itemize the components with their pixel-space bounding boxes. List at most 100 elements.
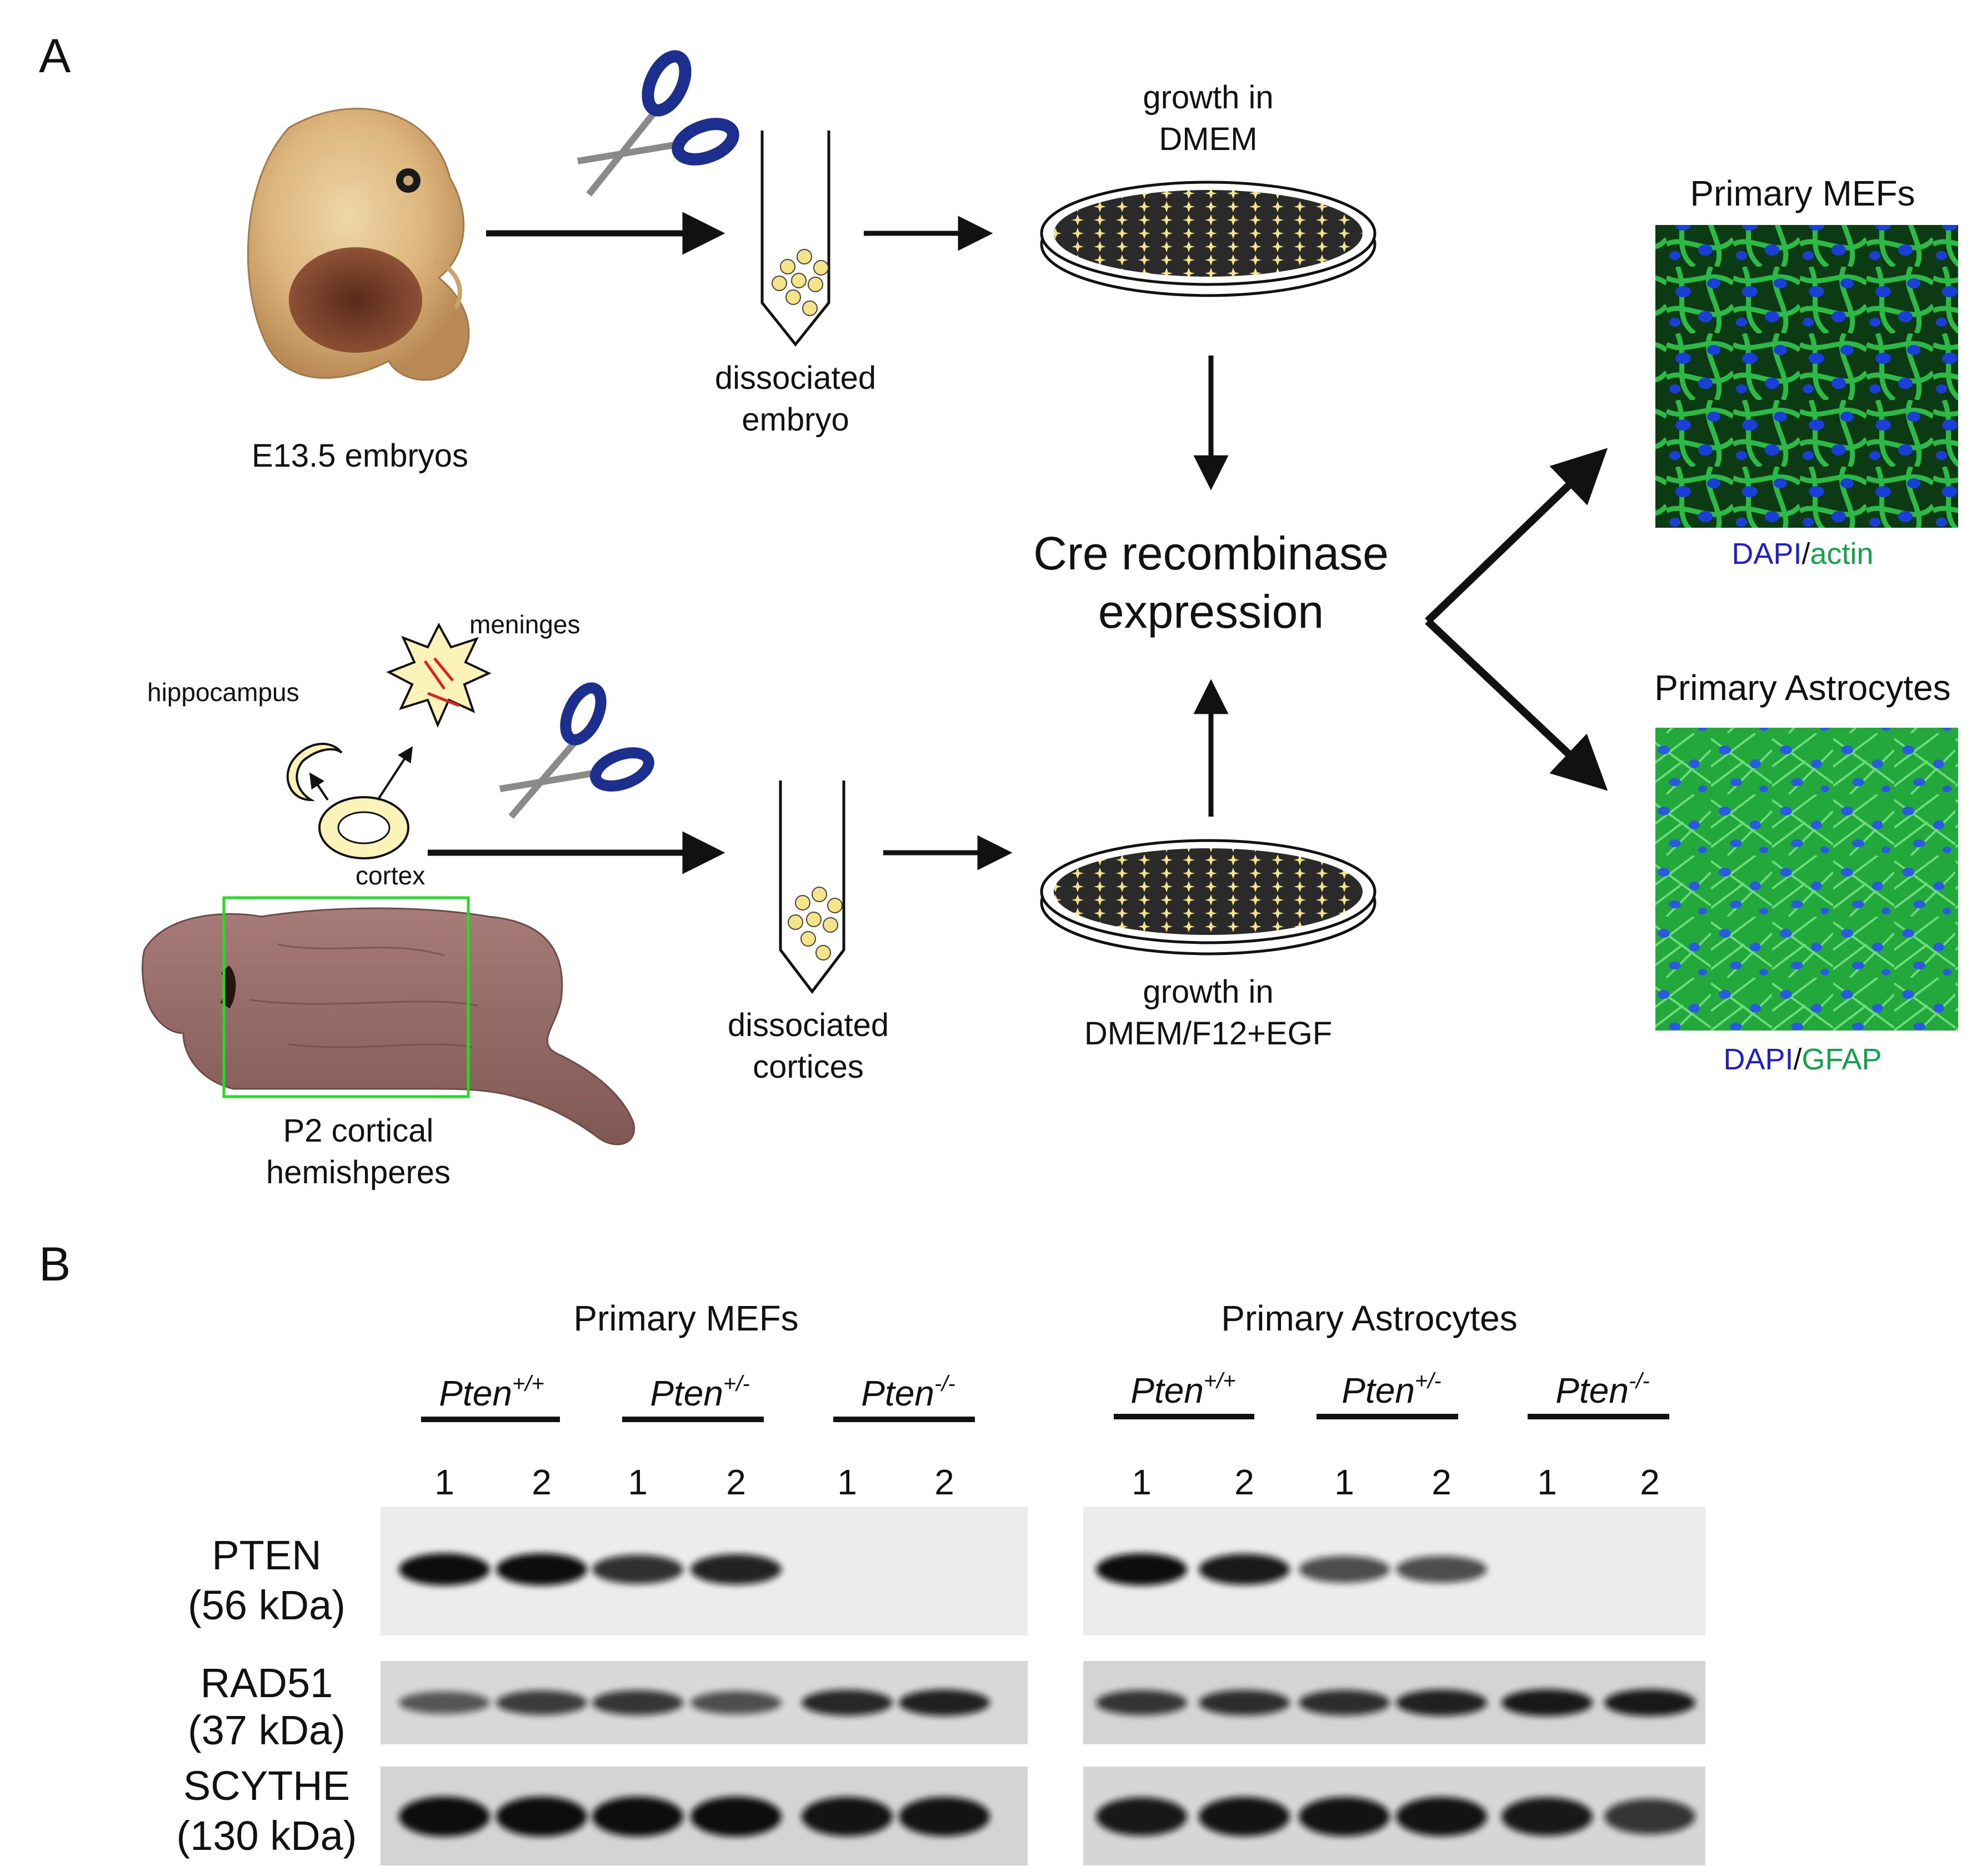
dissociated-cortices-line2: cortices xyxy=(753,1049,864,1085)
mefs-stain-dapi: DAPI xyxy=(1731,537,1801,571)
band-rad51 xyxy=(592,1690,683,1715)
astro-stain-marker: GFAP xyxy=(1802,1043,1882,1076)
lane-number: 1 xyxy=(434,1462,454,1502)
embryo-image xyxy=(247,108,470,381)
cre-line1: Cre recombinase xyxy=(1033,527,1389,579)
lane-number: 1 xyxy=(1537,1462,1557,1502)
lane-number: 2 xyxy=(1234,1462,1254,1502)
genotype-superscript: +/- xyxy=(1415,1369,1442,1393)
blot-label-scythe: SCYTHE xyxy=(183,1763,350,1809)
growth-dmem-f12-line2: DMEM/F12+EGF xyxy=(1084,1015,1332,1052)
band-scythe xyxy=(690,1797,782,1837)
culture-dish-icon xyxy=(1040,181,1377,297)
lane-number: 1 xyxy=(837,1462,857,1502)
astro-stain-dapi: DAPI xyxy=(1723,1043,1793,1076)
hippocampus-icon xyxy=(286,743,343,802)
band-rad51 xyxy=(1299,1690,1390,1715)
band-rad51 xyxy=(899,1689,990,1716)
band-scythe xyxy=(1096,1797,1187,1836)
band-scythe xyxy=(1396,1797,1487,1837)
lane-number: 1 xyxy=(1132,1462,1152,1502)
lane-number: 1 xyxy=(1334,1462,1354,1502)
band-rad51 xyxy=(690,1691,782,1714)
growth-dmem-line2: DMEM xyxy=(1159,121,1257,157)
band-rad51 xyxy=(1501,1689,1593,1717)
mefs-micrograph xyxy=(1655,225,1958,528)
meninges-label: meninges xyxy=(469,610,580,639)
tube-icon xyxy=(760,131,830,347)
lane-number: 2 xyxy=(934,1462,954,1502)
genotype-base: Pten xyxy=(1555,1370,1629,1410)
band-pten xyxy=(496,1553,587,1585)
blot-group-title: Primary Astrocytes xyxy=(1221,1298,1517,1338)
band-pten xyxy=(1096,1553,1187,1585)
embryo-label: E13.5 embryos xyxy=(252,438,468,474)
panel-a-label: A xyxy=(39,29,71,83)
genotype-superscript: -/- xyxy=(934,1372,955,1396)
astro-stain-caption: DAPI/GFAP xyxy=(1723,1043,1881,1076)
band-pten xyxy=(1299,1555,1390,1583)
cortex-icon xyxy=(318,796,409,859)
genotype-base: Pten xyxy=(1342,1370,1415,1410)
band-scythe xyxy=(592,1797,683,1837)
genotype-superscript: -/- xyxy=(1629,1369,1650,1393)
hemispheres-label-line1: P2 cortical xyxy=(283,1113,434,1149)
blot-group-title: Primary MEFs xyxy=(573,1298,798,1338)
band-scythe xyxy=(899,1797,990,1837)
band-rad51 xyxy=(399,1691,490,1714)
genotype-label: Pten+/+ xyxy=(439,1372,544,1413)
mefs-stain-marker: actin xyxy=(1810,537,1873,571)
band-scythe xyxy=(802,1797,893,1837)
arrow-cre-to-mefs xyxy=(1425,448,1608,624)
scissors-icon xyxy=(499,682,654,819)
band-rad51 xyxy=(496,1690,587,1715)
blot-group-mefs: Primary MEFs Pten+/+ Pten+/- Pten-/- 1 2… xyxy=(381,1298,1028,1865)
arrow-cortex-to-hippocampus xyxy=(309,772,329,801)
band-scythe xyxy=(1299,1797,1390,1837)
lane-number: 2 xyxy=(532,1462,552,1502)
genotype-superscript: +/- xyxy=(723,1372,750,1396)
brain-image xyxy=(142,907,635,1145)
blot-label-pten: PTEN xyxy=(212,1532,321,1578)
band-pten xyxy=(399,1553,490,1585)
band-scythe xyxy=(496,1797,587,1837)
band-pten xyxy=(1396,1555,1487,1583)
astro-stain-slash: / xyxy=(1793,1043,1801,1076)
blot-label-rad51: RAD51 xyxy=(201,1660,333,1706)
growth-dmem-f12-line1: growth in xyxy=(1143,974,1273,1010)
genotype-base: Pten xyxy=(439,1373,512,1413)
lane-number: 1 xyxy=(628,1462,648,1502)
band-scythe xyxy=(1501,1797,1593,1836)
band-rad51 xyxy=(802,1689,893,1716)
band-scythe xyxy=(1604,1799,1695,1834)
tube-icon xyxy=(779,781,845,994)
band-scythe xyxy=(1199,1797,1290,1837)
cortex-label: cortex xyxy=(356,861,425,890)
band-pten xyxy=(592,1554,683,1584)
genotype-base: Pten xyxy=(861,1373,934,1413)
blot-size-pten: (56 kDa) xyxy=(188,1582,346,1628)
band-pten xyxy=(1199,1554,1290,1585)
panel-b-label: B xyxy=(39,1238,71,1291)
band-rad51 xyxy=(1199,1690,1290,1715)
blot-size-rad51: (37 kDa) xyxy=(188,1707,346,1753)
band-scythe xyxy=(399,1797,490,1837)
cre-line2: expression xyxy=(1098,586,1324,638)
band-pten xyxy=(690,1554,782,1585)
mefs-stain-slash: / xyxy=(1801,537,1810,571)
mefs-stain-caption: DAPI/actin xyxy=(1731,537,1873,571)
primary-mefs-title: Primary MEFs xyxy=(1690,173,1915,213)
genotype-label: Pten-/- xyxy=(861,1372,955,1413)
genotype-label: Pten+/- xyxy=(1342,1369,1441,1410)
scissors-icon xyxy=(577,50,739,197)
growth-dmem-line1: growth in xyxy=(1143,79,1273,116)
dissociated-cortices-line1: dissociated xyxy=(728,1007,889,1043)
lane-number: 2 xyxy=(726,1462,746,1502)
arrow-cre-to-astrocytes xyxy=(1425,618,1608,791)
genotype-label: Pten+/- xyxy=(650,1372,749,1413)
lane-number: 2 xyxy=(1640,1462,1660,1502)
genotype-superscript: +/+ xyxy=(512,1372,544,1396)
meninges-icon xyxy=(386,622,492,728)
primary-astrocytes-title: Primary Astrocytes xyxy=(1654,668,1950,708)
